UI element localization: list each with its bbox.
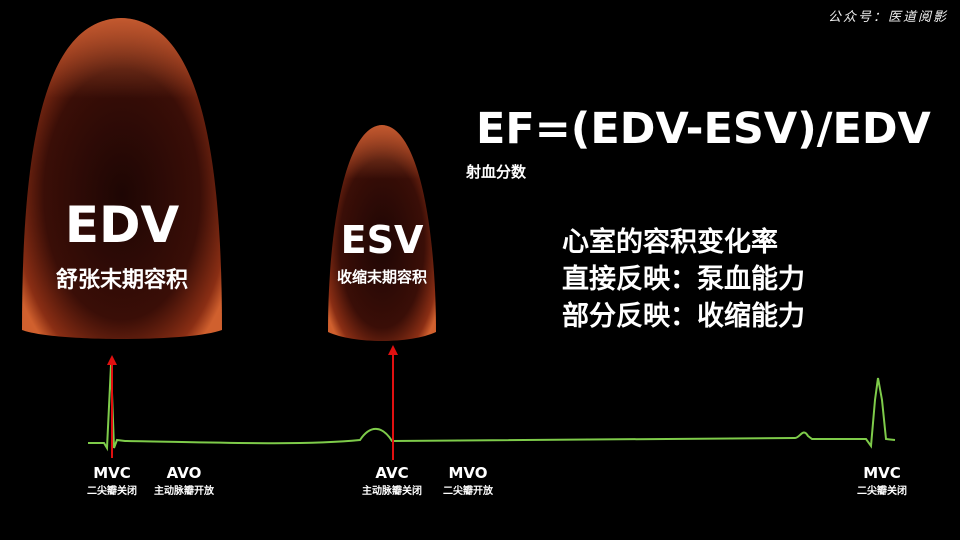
event-label: MVC 二尖瓣关闭 xyxy=(72,464,152,497)
esv-abbr: ESV xyxy=(340,218,424,262)
event-label: AVC 主动脉瓣关闭 xyxy=(352,464,432,497)
esv-chamber xyxy=(328,125,436,341)
note-item: 直接反映：泵血能力 xyxy=(562,264,805,295)
esv-name: 收缩末期容积 xyxy=(336,268,427,286)
event-abbr: MVC xyxy=(93,464,131,482)
edv-abbr: EDV xyxy=(64,196,180,254)
edv-chamber xyxy=(22,18,222,339)
event-label: MVO 二尖瓣开放 xyxy=(428,464,508,497)
notes: 心室的容积变化率 直接反映：泵血能力 部分反映：收缩能力 xyxy=(562,224,805,335)
event-name: 二尖瓣关闭 xyxy=(857,486,907,497)
watermark: 公众号：医道阅影 xyxy=(827,10,948,25)
event-abbr: AVO xyxy=(166,464,202,482)
event-name: 二尖瓣关闭 xyxy=(87,486,137,497)
event-abbr: AVC xyxy=(375,464,409,482)
event-name: 主动脉瓣开放 xyxy=(154,486,214,497)
ecg-trace xyxy=(88,364,896,452)
ef-caption: 射血分数 xyxy=(466,163,527,181)
event-name: 二尖瓣开放 xyxy=(443,486,493,497)
edv-name: 舒张末期容积 xyxy=(55,268,188,293)
event-abbr: MVC xyxy=(863,464,901,482)
note-item: 心室的容积变化率 xyxy=(562,227,778,258)
event-label: AVO 主动脉瓣开放 xyxy=(144,464,224,497)
ef-formula: EF=(EDV-ESV)/EDV xyxy=(476,104,931,154)
event-abbr: MVO xyxy=(448,464,488,482)
event-name: 主动脉瓣关闭 xyxy=(362,486,422,497)
note-item: 部分反映：收缩能力 xyxy=(562,301,805,332)
event-label: MVC 二尖瓣关闭 xyxy=(842,464,922,497)
